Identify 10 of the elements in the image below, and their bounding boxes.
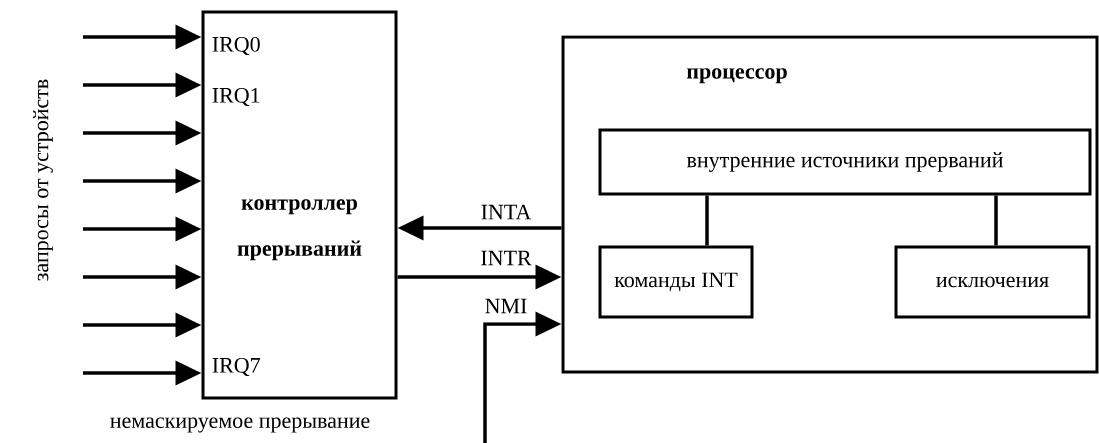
signal-label: NMI bbox=[483, 297, 529, 315]
block-box: внутренние источники прерваний bbox=[598, 128, 1092, 196]
signal-label: INTR bbox=[479, 249, 533, 267]
signal-label: INTA bbox=[479, 203, 533, 221]
pin-label: IRQ7 bbox=[212, 357, 260, 377]
pin-label: IRQ1 bbox=[212, 87, 260, 107]
side-label: запросы от устройств bbox=[33, 79, 53, 281]
pin-label: IRQ0 bbox=[212, 36, 260, 56]
block-box: исключения bbox=[894, 245, 1091, 319]
block-box: команды INT bbox=[598, 245, 754, 319]
